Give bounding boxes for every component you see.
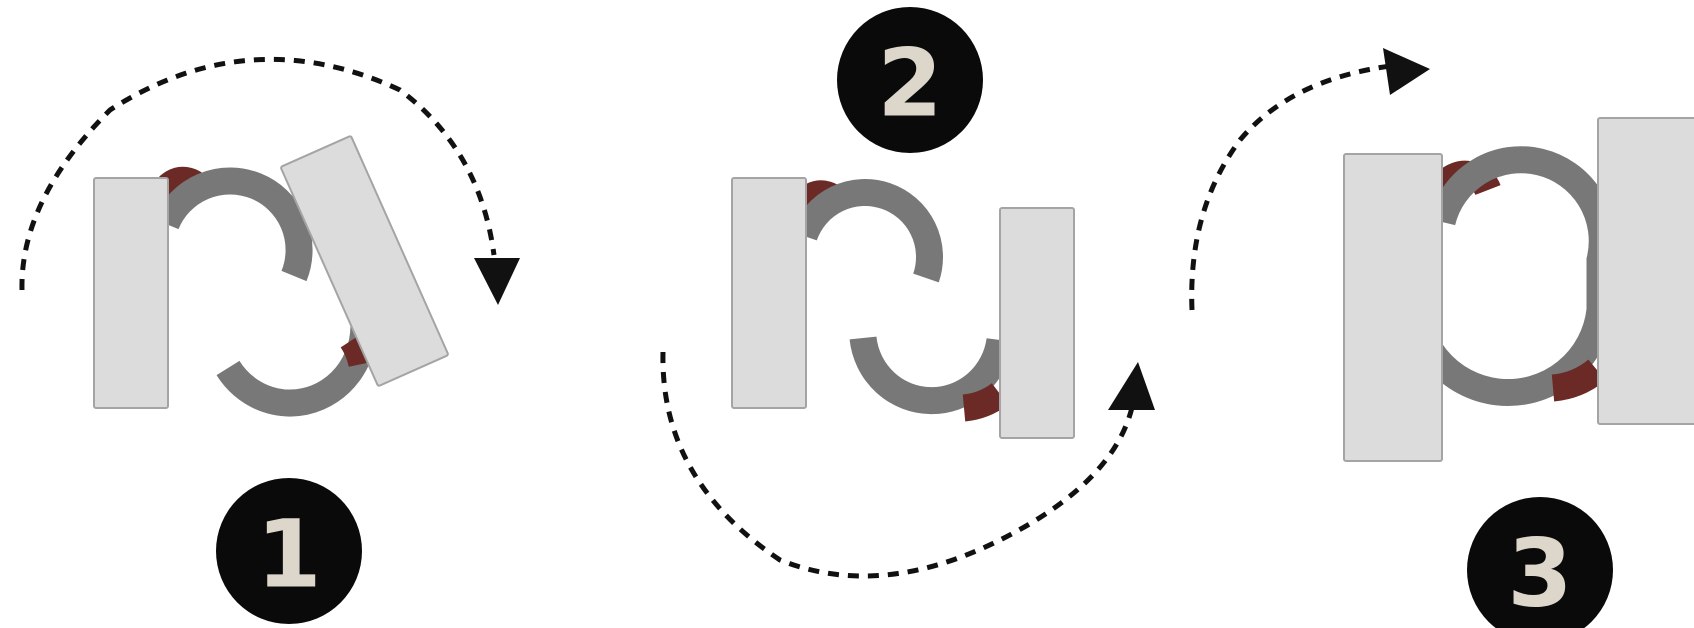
step-1-number: 1 [256, 501, 321, 610]
step-2-left-panel [731, 177, 807, 409]
step-3-badge: 3 [1467, 497, 1613, 628]
step-1-illustration [19, 56, 520, 417]
step-2-hinge-arc-lower [849, 336, 1014, 415]
step-1-rotation-arrow-path [19, 56, 497, 291]
step-1-hinge-accent-bottom [340, 332, 376, 368]
step-3-hinge-arc [1401, 146, 1616, 407]
step-3-rotation-arrow-path [1189, 63, 1391, 311]
step-2-right-panel [999, 207, 1075, 439]
step-1-badge-circle [216, 478, 362, 624]
step-2-rotation-arrowhead [1108, 362, 1155, 410]
step-3-illustration [1189, 48, 1694, 462]
step-2-badge-circle [837, 7, 983, 153]
step-3-rotation-arrowhead [1383, 48, 1430, 95]
step-3-badge-circle [1467, 497, 1613, 628]
step-2-badge: 2 [837, 7, 983, 153]
step-1-left-panel [93, 177, 169, 409]
step-2-number: 2 [877, 30, 942, 139]
step-3-right-panel [1597, 117, 1694, 425]
step-2-illustration [660, 177, 1155, 579]
step-1-badge: 1 [216, 478, 362, 624]
step-2-hinge-accent-bottom [962, 382, 1009, 422]
step-3-left-panel [1343, 153, 1443, 462]
step-1-right-panel-rotating [280, 135, 449, 387]
step-2-rotation-arrow-path [660, 351, 1137, 579]
step-1-hinge-arc-upper [153, 167, 313, 282]
step-1-rotation-arrowhead [474, 258, 520, 305]
step-3-number: 3 [1507, 520, 1572, 628]
step-2-hinge-arc-upper [791, 179, 943, 283]
step-3-hinge-accent-bottom [1551, 359, 1606, 402]
